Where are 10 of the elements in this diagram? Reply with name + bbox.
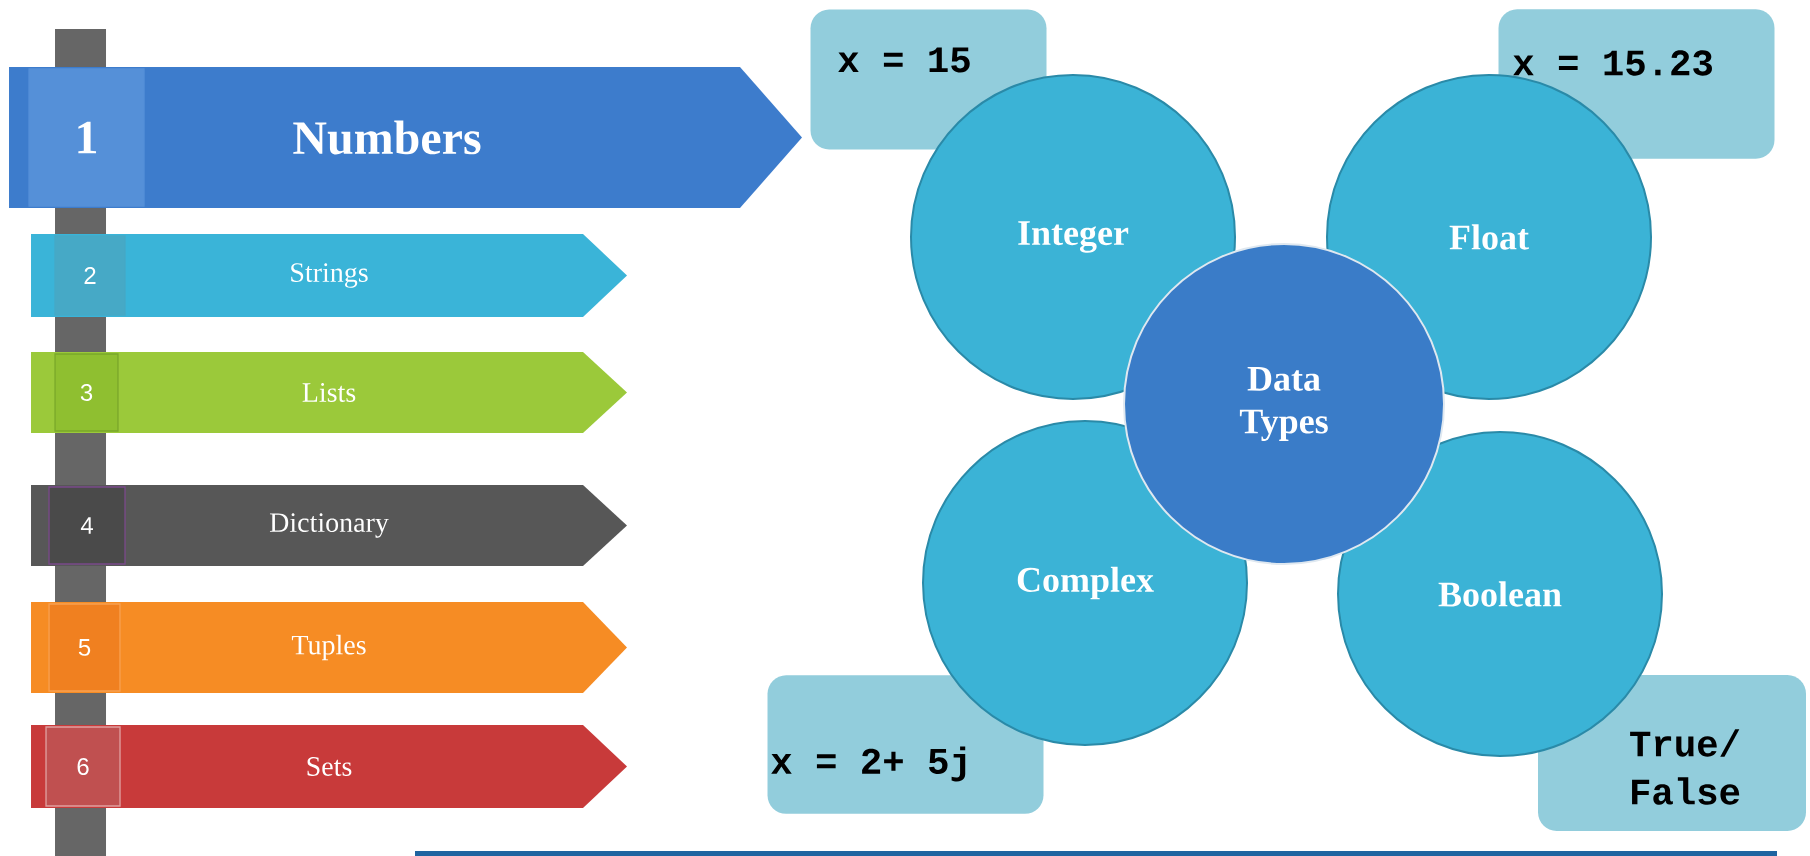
code-text: x = 15.23 (1513, 50, 1712, 76)
code-text: x = 2+ 5j (771, 746, 966, 782)
number-square: 5 (48, 603, 121, 692)
number-square: 2 (54, 235, 126, 316)
code-box (767, 675, 1044, 814)
number-square: 4 (48, 486, 126, 565)
number-square: 6 (45, 726, 121, 807)
code-text: x = 15 (838, 47, 970, 73)
number-square: 3 (54, 353, 119, 432)
number-square: 1 (28, 68, 145, 207)
